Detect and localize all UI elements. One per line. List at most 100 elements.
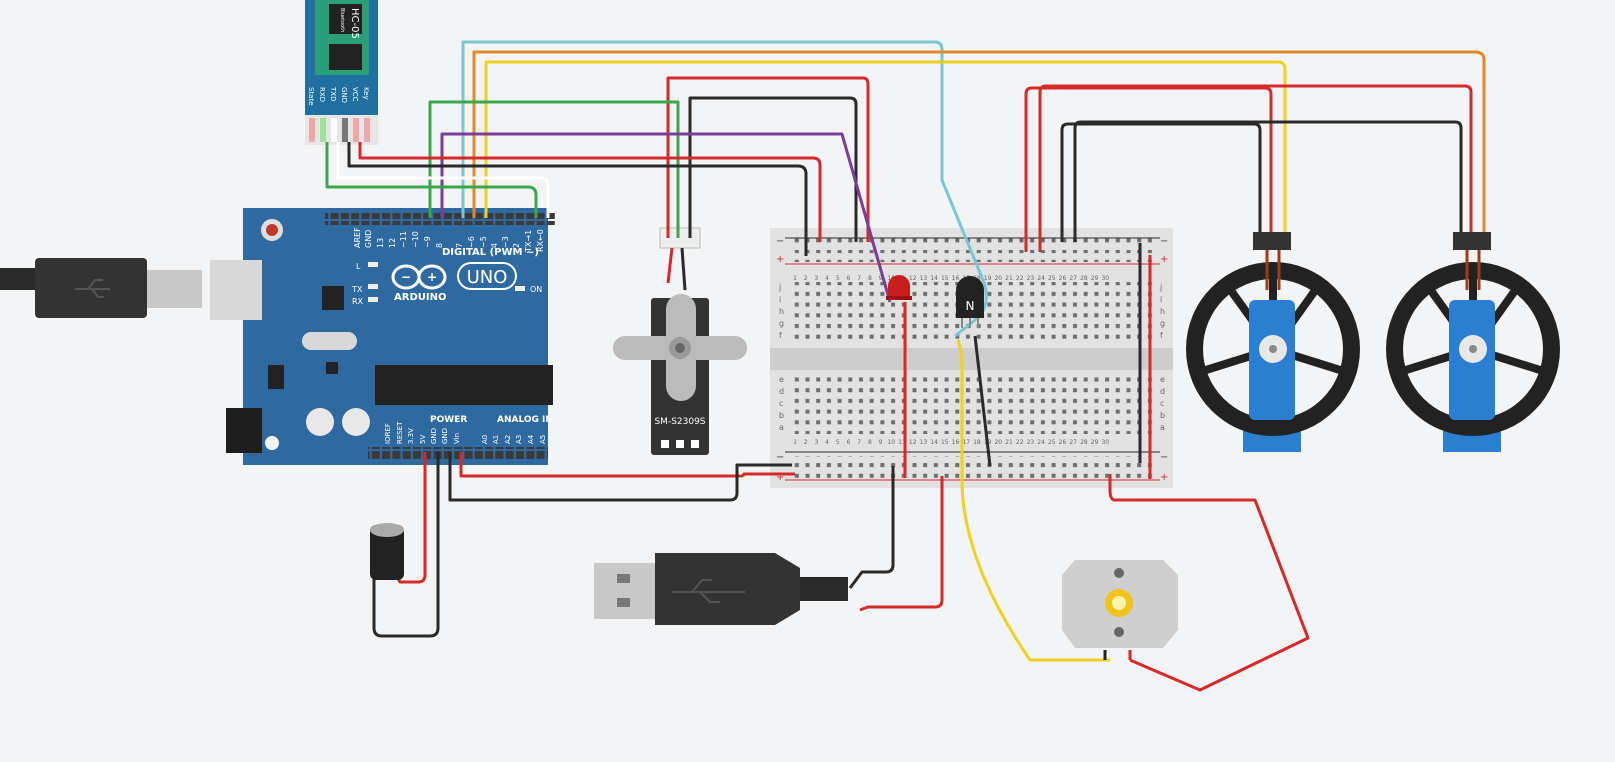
column-label: 5	[836, 275, 840, 282]
pin-label-vin: Vin	[453, 433, 461, 444]
column-label: 17	[962, 439, 970, 446]
wire-red-motor	[1108, 474, 1310, 692]
column-label: 29	[1091, 439, 1099, 446]
column-label: 23	[1027, 439, 1035, 446]
svg-text:−: −	[401, 270, 411, 284]
arduino-model: UNO	[467, 267, 508, 288]
column-label: 9	[879, 275, 883, 282]
servo-model-label: SM-S2309S	[654, 417, 705, 427]
pin-label-gnd: GND	[364, 230, 373, 248]
arduino-uno-board: AREF GND 13 12 ~11 ~10 ~9 8 7 ~6 ~5 4 ~3…	[210, 208, 567, 465]
pin-label-8: 8	[435, 243, 444, 248]
column-label: 18	[973, 439, 981, 446]
column-label: 27	[1069, 439, 1077, 446]
hc05-pin-rxd: RXD	[318, 87, 326, 102]
pin-label-11: ~11	[399, 231, 408, 248]
pin-label-a1: A1	[492, 435, 500, 444]
row-label-c: c	[779, 399, 783, 408]
column-label: 12	[909, 439, 917, 446]
hc05-sub-label: Bluetooth	[339, 8, 345, 32]
rail-plus-top-left: +	[776, 254, 784, 265]
pin-label-gnd-2: GND	[441, 428, 449, 444]
row-label-e: e	[779, 375, 784, 384]
column-label: 29	[1091, 275, 1099, 282]
column-label: 1	[793, 439, 797, 446]
wire-red-wheel-right-power	[1038, 84, 1473, 252]
column-label: 16	[952, 275, 960, 282]
column-label: 30	[1101, 439, 1109, 446]
column-label: 28	[1080, 439, 1088, 446]
column-label: 30	[1101, 275, 1109, 282]
column-label: 2	[804, 439, 808, 446]
column-label: 28	[1080, 275, 1088, 282]
led-tx-label: TX	[351, 285, 363, 294]
column-label: 10	[887, 439, 895, 446]
column-label: 11	[898, 439, 906, 446]
wire-red-servo-power	[666, 76, 870, 242]
micro-servo-motor: SM-S2309S	[613, 227, 747, 455]
row-labels-right: j i h g f e d c b a	[1159, 283, 1165, 432]
column-label: 2	[804, 275, 808, 282]
column-label: 13	[920, 275, 928, 282]
pin-label-4: 4	[490, 243, 499, 248]
pin-label-a5: A5	[539, 435, 547, 444]
pin-label-3: ~3	[501, 236, 510, 248]
column-label: 23	[1027, 275, 1035, 282]
analog-header-label: ANALOG IN	[497, 415, 553, 425]
digital-header-label: DIGITAL (PWM ~)	[442, 247, 539, 258]
pin-label-7: 7	[455, 243, 464, 248]
hc05-pin-vcc: VCC	[351, 87, 359, 102]
pin-label-a0: A0	[481, 435, 489, 444]
column-label: 5	[836, 439, 840, 446]
row-label-h: h	[779, 307, 784, 316]
breadboard: − + − + − + − + j i h g f e d c b a j i …	[770, 228, 1173, 488]
wire-orange-signal	[472, 50, 1486, 238]
row-label-g-right: g	[1160, 319, 1165, 328]
column-label: 26	[1059, 439, 1067, 446]
column-label: 14	[930, 275, 938, 282]
row-label-i: i	[779, 295, 781, 304]
pin-label-a2: A2	[504, 435, 512, 444]
wire-red-wheel-left-power	[1024, 86, 1273, 252]
pin-label-ioref: IOREF	[384, 423, 392, 444]
row-label-j: j	[778, 283, 781, 292]
wheel-servo-left	[1186, 232, 1360, 452]
wheel-right-connector	[1453, 232, 1491, 250]
rail-plus-bottom-right: +	[1160, 472, 1168, 483]
red-led	[886, 275, 912, 300]
rail-plus-top-right: +	[1160, 254, 1168, 265]
row-label-d-right: d	[1160, 387, 1165, 396]
pin-label-tx1: TX→1	[524, 230, 533, 253]
column-label: 20	[994, 275, 1002, 282]
wire-red-vin-rail	[459, 452, 795, 478]
led-l-label: L	[356, 262, 361, 271]
column-label: 3	[814, 439, 818, 446]
wire-yellow-signal	[484, 60, 1287, 238]
column-label: 25	[1048, 439, 1056, 446]
wire-red-hc05-vcc	[358, 142, 822, 242]
wire-purple-led	[440, 132, 892, 303]
row-label-g: g	[779, 319, 784, 328]
usb-b-cable	[0, 258, 202, 318]
row-label-a-right: a	[1160, 423, 1165, 432]
column-label: 15	[941, 275, 949, 282]
wire-black-usb-gnd	[848, 466, 895, 589]
row-labels-left: j i h g f e d c b a	[778, 283, 784, 432]
row-label-b: b	[779, 411, 784, 420]
row-label-j-right: j	[1159, 283, 1162, 292]
wire-black-capacitor	[372, 452, 440, 638]
hc05-bluetooth-module: HC-05 Bluetooth State RXD TXD GND VCC Ke…	[305, 0, 378, 145]
column-label: 12	[909, 275, 917, 282]
wire-servo-wheel-right-leads	[1465, 250, 1481, 290]
column-label: 26	[1059, 275, 1067, 282]
column-label: 21	[1005, 275, 1013, 282]
column-label: 8	[868, 275, 872, 282]
rail-minus-bottom-right: −	[1160, 452, 1168, 463]
wire-yellow-motor	[956, 339, 1110, 662]
pin-label-2: 2	[512, 243, 521, 248]
column-label: 13	[920, 439, 928, 446]
row-label-f: f	[779, 331, 782, 340]
pin-label-aref: AREF	[353, 227, 362, 248]
usb-symbol-icon	[75, 279, 110, 298]
wire-red-capacitor	[391, 452, 427, 584]
